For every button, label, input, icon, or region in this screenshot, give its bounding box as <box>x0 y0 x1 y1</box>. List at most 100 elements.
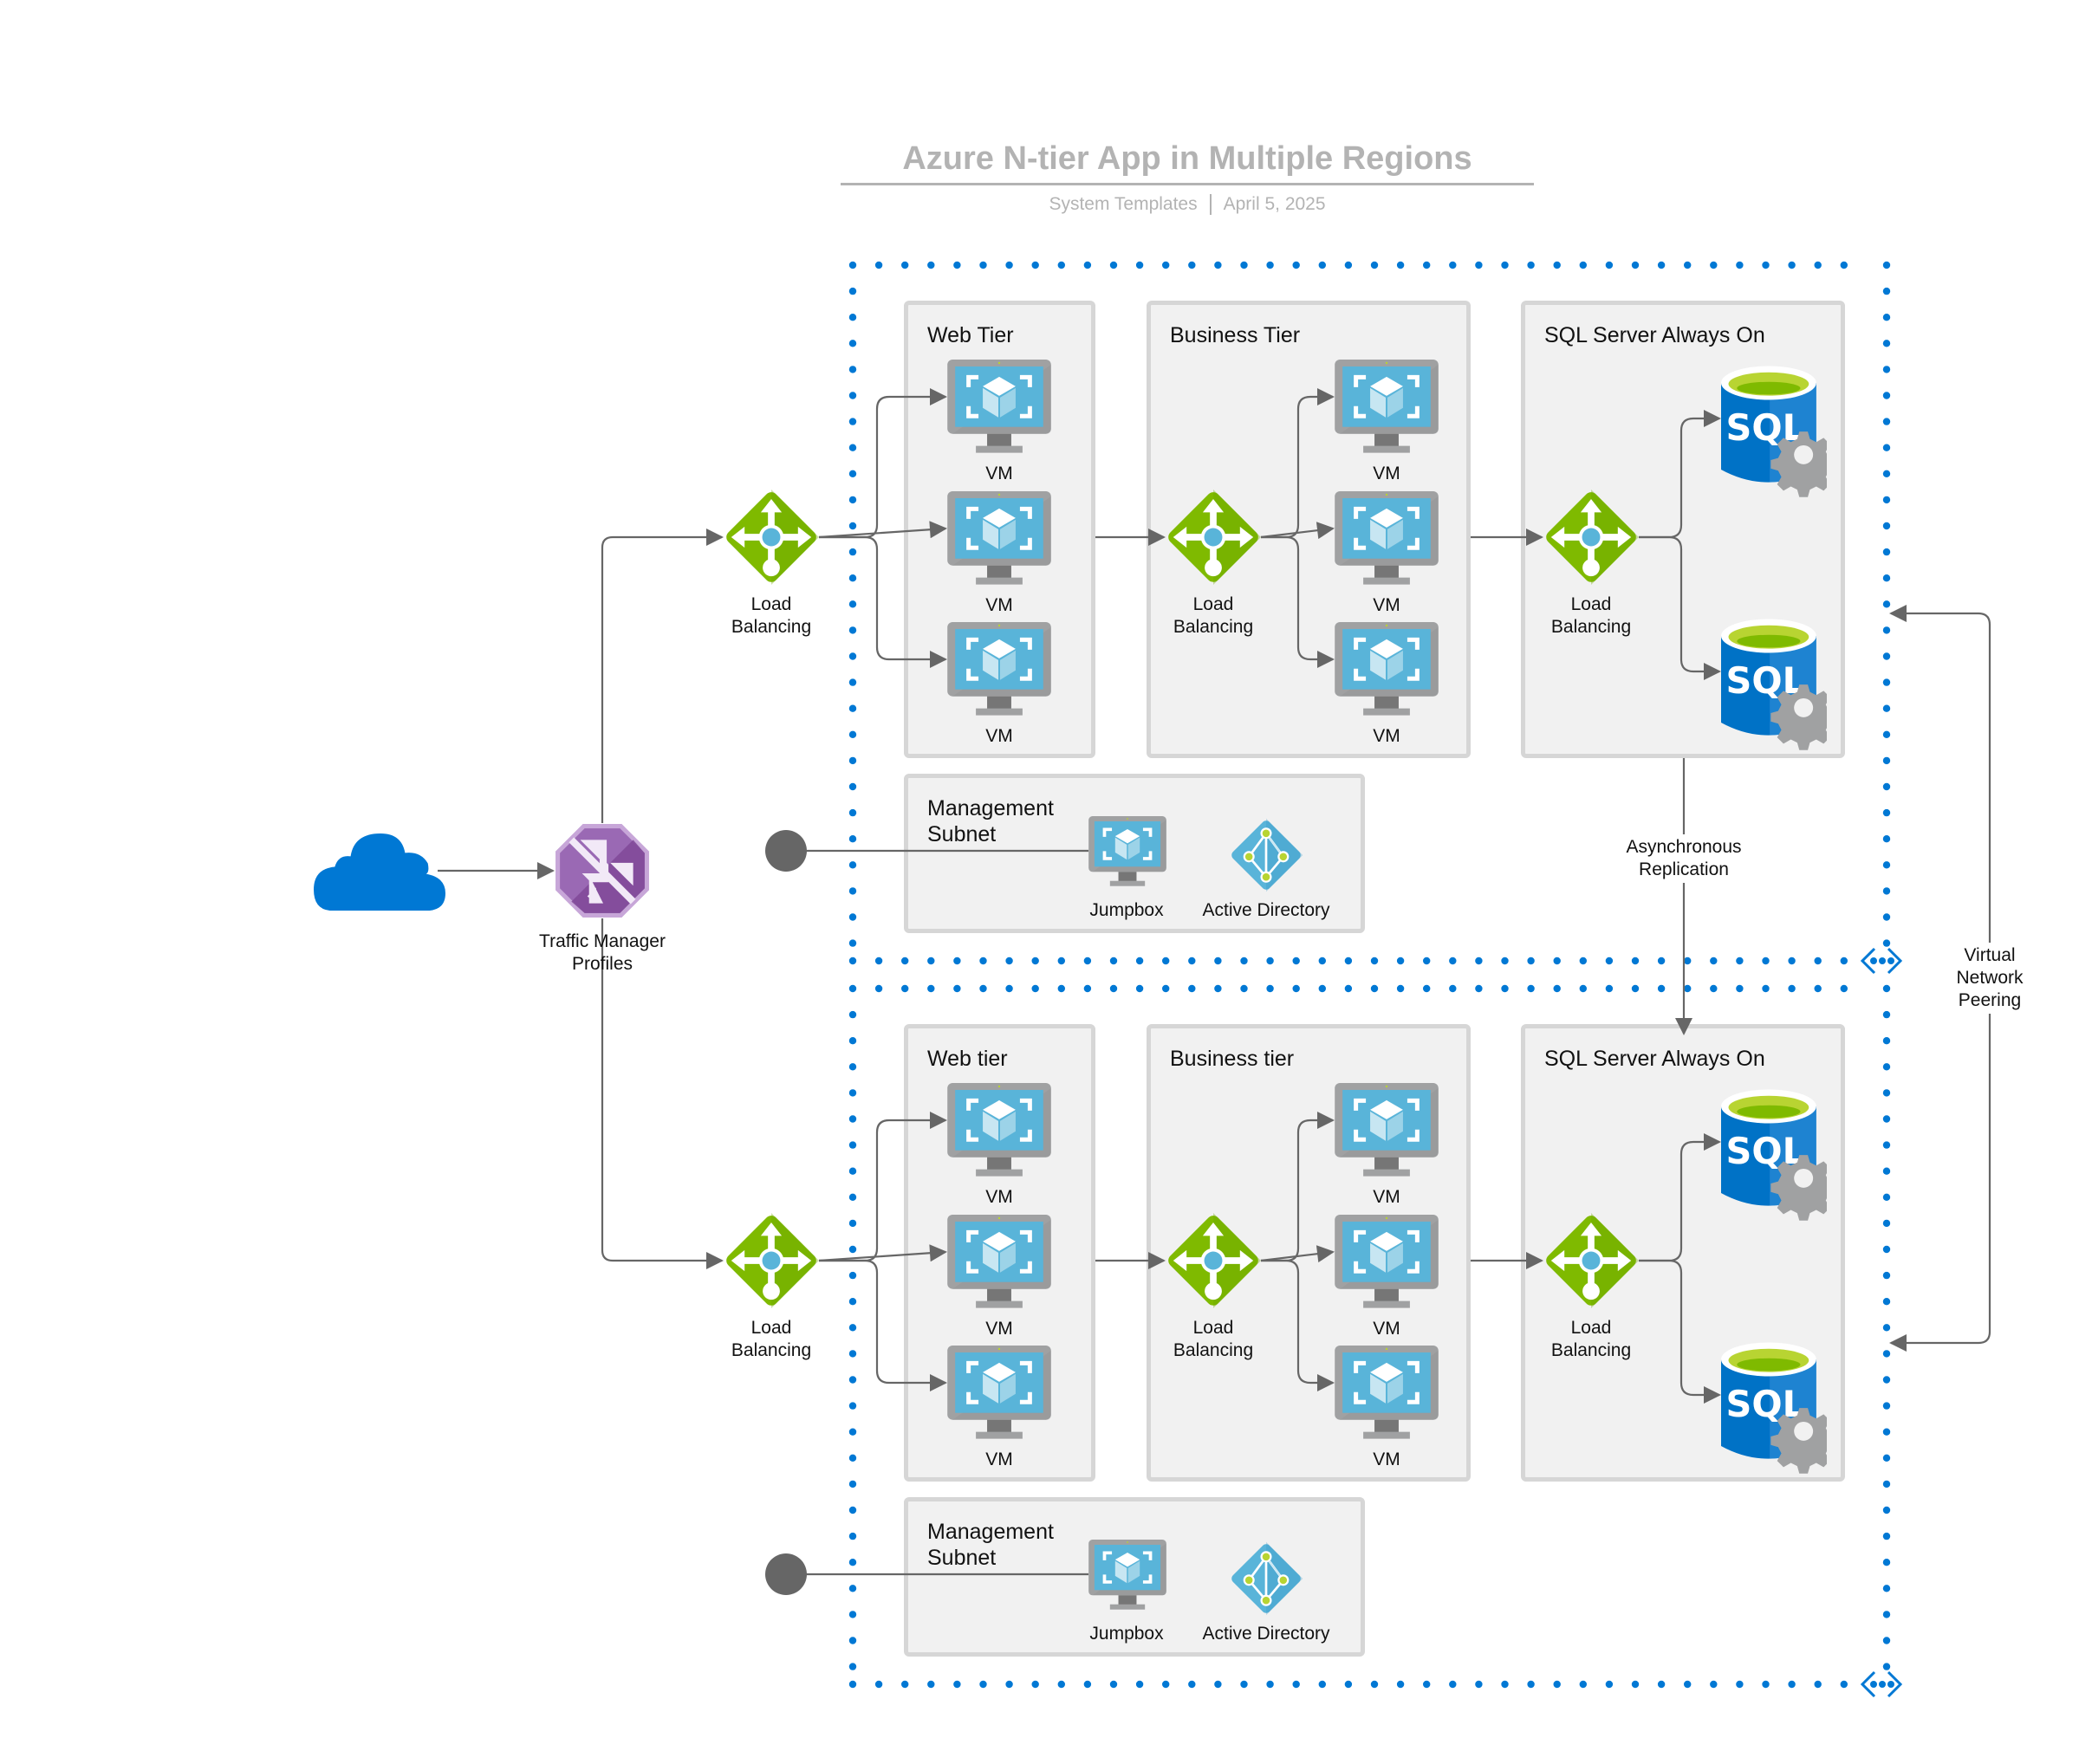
region-secondary-boundary <box>848 984 1903 1698</box>
region-secondary-business-lb-to-vm-1[interactable] <box>1261 1112 1335 1262</box>
region-secondary-web-vm-label-2: VM <box>985 1319 1013 1339</box>
vnet-peering-label-line-1: Virtual <box>1964 945 2016 965</box>
region-secondary-web-lb-label-line-2: Balancing <box>731 1340 812 1360</box>
virtual-network-icon <box>1860 947 1903 975</box>
region-primary-web-lb-label-line-2: Balancing <box>731 617 812 637</box>
region-secondary-web-vm-icon-3[interactable] <box>947 1346 1051 1447</box>
region-secondary-sql-database-icon-1[interactable]: SQL <box>1721 1087 1836 1226</box>
region-primary-web-lb-to-vm-2[interactable] <box>818 521 947 539</box>
region-primary-web-tier-box-title-line-1: Web Tier <box>927 323 1014 347</box>
region-primary-sql-database-icon-1[interactable]: SQL <box>1721 364 1836 503</box>
region-secondary-web-vm-icon-2[interactable] <box>947 1215 1051 1316</box>
region-primary-active-directory-icon[interactable] <box>1227 816 1305 898</box>
async-replication-label-line-2: Replication <box>1639 859 1729 879</box>
region-primary-sql-lb-to-db-2[interactable] <box>1639 535 1721 680</box>
region-primary-sql-lb-label-line-2: Balancing <box>1550 617 1632 637</box>
region-secondary-jumpbox-label: Jumpbox <box>1089 1624 1164 1644</box>
region-secondary-web-vm-icon-1[interactable] <box>947 1083 1051 1184</box>
region-secondary-business-tier-box-title-line-1: Business tier <box>1170 1047 1295 1071</box>
region-secondary-sql-lb-to-db-2[interactable] <box>1639 1259 1721 1404</box>
title-divider <box>841 183 1534 185</box>
region-primary-web-lb-to-vm-3[interactable] <box>819 535 947 668</box>
region-primary-business-tier-box-title-line-1: Business Tier <box>1170 323 1301 347</box>
region-primary-web-vm-label-3: VM <box>985 726 1013 746</box>
region-secondary-sql-load-balancer-icon[interactable] <box>1543 1213 1639 1313</box>
region-primary-gateway-endpoint[interactable] <box>765 830 807 872</box>
region-primary-business-vm-icon-3[interactable] <box>1335 622 1439 723</box>
region-primary-jumpbox-icon[interactable] <box>1088 816 1166 893</box>
region-primary-boundary <box>848 261 1903 975</box>
internet-cloud-icon[interactable] <box>314 832 445 915</box>
region-secondary-web-load-balancer-icon[interactable] <box>724 1213 819 1313</box>
traffic-manager-icon[interactable] <box>554 822 651 924</box>
region-secondary-sql-tier-box-title-line-1: SQL Server Always On <box>1544 1047 1765 1071</box>
region-secondary-sql-database-icon-2[interactable]: SQL <box>1721 1340 1836 1479</box>
region-primary-business-vm-label-2: VM <box>1373 595 1400 615</box>
region-primary-sql-lb-to-db-1[interactable] <box>1639 410 1721 539</box>
region-primary-web-vm-icon-3[interactable] <box>947 622 1051 723</box>
region-secondary-web-vm-label-1: VM <box>985 1187 1013 1207</box>
region-secondary-tm-to-lb-connector[interactable] <box>601 918 724 1269</box>
region-secondary-business-lb-to-vm-3[interactable] <box>1261 1259 1335 1391</box>
region-secondary-business-vm-icon-3[interactable] <box>1335 1346 1439 1447</box>
region-primary-management-subnet-box-title-line-2: Subnet <box>927 822 997 846</box>
region-primary-management-subnet-box-title-line-1: Management <box>927 796 1054 820</box>
async-replication-label-line-1: Asynchronous <box>1626 837 1742 857</box>
region-secondary-business-vm-label-2: VM <box>1373 1319 1400 1339</box>
region-primary-sql-tier-box-title: SQL Server Always On <box>1544 322 1765 348</box>
vnet-peering-connector-bottom[interactable] <box>1889 962 1991 1352</box>
diagram-title: Azure N-tier App in Multiple Regions <box>902 140 1472 177</box>
region-secondary-business-tier-box-title: Business tier <box>1170 1046 1294 1072</box>
region-primary-business-vm-label-3: VM <box>1373 726 1400 746</box>
region-secondary-gateway-endpoint[interactable] <box>765 1553 807 1595</box>
region-primary-business-lb-label-line-1: Load <box>1192 594 1234 614</box>
traffic-manager-label-line-2: Profiles <box>571 954 633 974</box>
region-primary-active-directory-label: Active Directory <box>1202 900 1330 920</box>
region-secondary-sql-lb-to-db-1[interactable] <box>1639 1133 1721 1262</box>
region-primary-sql-database-icon-2[interactable]: SQL <box>1721 617 1836 756</box>
region-secondary-web-lb-to-vm-1[interactable] <box>819 1112 947 1262</box>
region-secondary-active-directory-icon[interactable] <box>1227 1540 1305 1622</box>
subtitle-source: System Templates <box>1049 194 1198 214</box>
region-primary-business-load-balancer-icon[interactable] <box>1166 490 1261 589</box>
region-secondary-management-subnet-box-title-line-2: Subnet <box>927 1546 997 1570</box>
region-secondary-web-vm-label-3: VM <box>985 1449 1013 1469</box>
region-primary-web-load-balancer-icon[interactable] <box>724 490 819 589</box>
region-secondary-jumpbox-icon[interactable] <box>1088 1540 1166 1617</box>
region-primary-business-tier-box-title: Business Tier <box>1170 322 1300 348</box>
region-secondary-business-lb-label-line-1: Load <box>1192 1318 1234 1338</box>
region-primary-business-lb-to-vm-1[interactable] <box>1261 388 1335 539</box>
region-primary-web-vm-label-1: VM <box>985 464 1013 483</box>
region-primary-business-lb-label-line-2: Balancing <box>1173 617 1254 637</box>
region-secondary-web-tier-box-title: Web tier <box>927 1046 1008 1072</box>
region-primary-business-vm-icon-2[interactable] <box>1335 491 1439 593</box>
vnet-peering-connector-top[interactable] <box>1889 605 1991 962</box>
region-secondary-business-load-balancer-icon[interactable] <box>1166 1213 1261 1313</box>
region-primary-jumpbox-label: Jumpbox <box>1089 900 1164 920</box>
region-primary-web-lb-label-line-1: Load <box>750 594 792 614</box>
region-primary-web-vm-icon-1[interactable] <box>947 360 1051 461</box>
region-primary-business-lb-to-vm-3[interactable] <box>1261 535 1335 668</box>
region-primary-sql-load-balancer-icon[interactable] <box>1543 490 1639 589</box>
region-secondary-sql-tier-box-title: SQL Server Always On <box>1544 1046 1765 1072</box>
region-secondary-business-vm-icon-2[interactable] <box>1335 1215 1439 1316</box>
virtual-network-icon <box>1860 1670 1903 1698</box>
region-primary-tm-to-lb-connector[interactable] <box>601 529 724 823</box>
region-primary-web-vm-icon-2[interactable] <box>947 491 1051 593</box>
region-secondary-active-directory-label: Active Directory <box>1202 1624 1330 1644</box>
region-secondary-sql-lb-label-line-2: Balancing <box>1550 1340 1632 1360</box>
region-primary-business-vm-icon-1[interactable] <box>1335 360 1439 461</box>
region-secondary-web-lb-to-vm-3[interactable] <box>819 1259 947 1391</box>
region-secondary-web-lb-to-vm-2[interactable] <box>818 1244 947 1262</box>
region-primary-web-lb-to-vm-1[interactable] <box>819 388 947 539</box>
vnet-peering-label-line-3: Peering <box>1958 990 2022 1010</box>
vnet-peering-label-line-2: Network <box>1956 968 2024 988</box>
region-secondary-business-vm-label-1: VM <box>1373 1187 1400 1207</box>
region-secondary-management-subnet-box-title-line-1: Management <box>927 1520 1054 1544</box>
region-secondary-business-vm-icon-1[interactable] <box>1335 1083 1439 1184</box>
